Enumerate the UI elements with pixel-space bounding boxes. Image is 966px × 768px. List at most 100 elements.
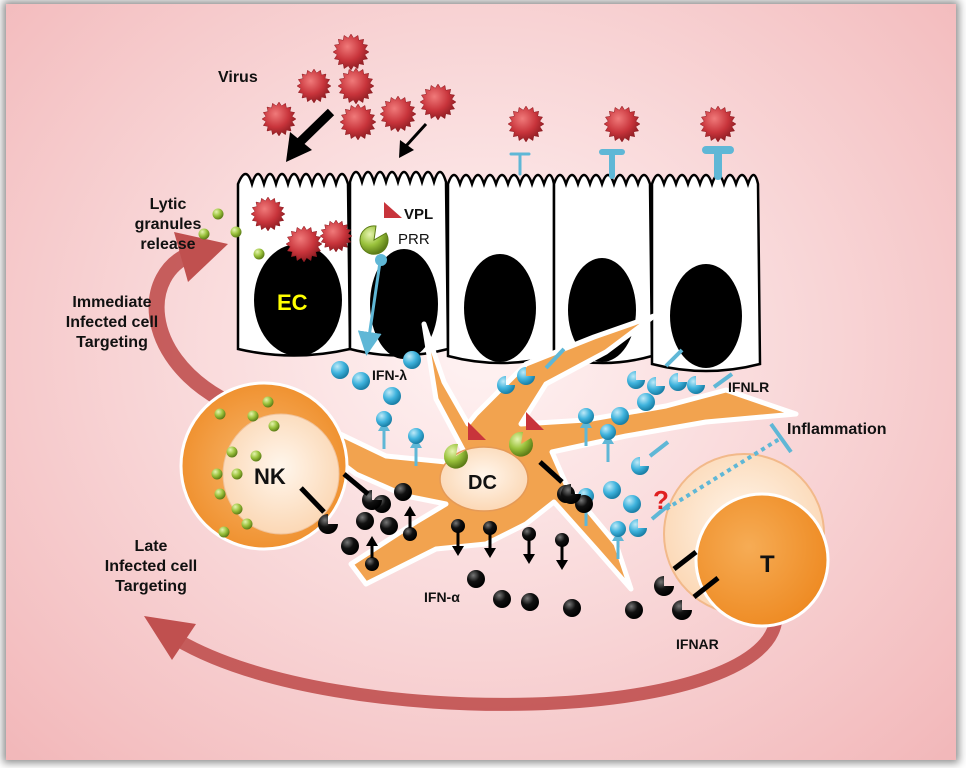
ifn-alpha-molecule (373, 495, 391, 513)
nucleus-5 (670, 264, 742, 368)
lytic-granule (214, 408, 226, 420)
ifnlr-stalk (712, 372, 734, 389)
ifnlr-receptor (687, 376, 705, 394)
ifn-lambda-signal-arrow (610, 521, 626, 559)
ifn-alpha-molecule (380, 517, 398, 535)
ifn-alpha-molecule (563, 599, 581, 617)
ifnlr-stalk (544, 347, 566, 370)
ifn-lambda-molecule (603, 481, 621, 499)
ifnar-receptor (561, 484, 581, 504)
ec-label: EC (277, 290, 308, 315)
dc-receptor-line (538, 460, 564, 484)
virus-particle (603, 105, 641, 143)
ifn-lambda-molecule (623, 495, 641, 513)
ifn-alpha-secretion-arrow (555, 533, 569, 570)
immediate-targeting-arrow (148, 246, 229, 407)
dc-vpl-1 (468, 422, 486, 440)
t-receptors (672, 550, 720, 599)
ifn-lambda-signal-arrow (578, 408, 594, 446)
lytic-granule (247, 410, 259, 422)
lytic-granule (198, 228, 210, 240)
ifnlr-receptor (629, 519, 647, 537)
ifn-alpha-molecule (394, 483, 412, 501)
lytic-granule (253, 248, 265, 260)
t-label: T (760, 551, 775, 578)
ifnlr-surface-receptors (509, 146, 734, 180)
vpl-triangle (384, 202, 402, 218)
ifn-alpha-molecule (356, 512, 374, 530)
t-cell (694, 492, 830, 628)
late-targeting-arrow (169, 612, 783, 711)
nk-nucleus (222, 413, 340, 535)
ifnlr-receptor (631, 457, 649, 475)
dc-label: DC (468, 472, 497, 494)
ifn-alpha-molecule (521, 593, 539, 611)
dc-vpl-2 (526, 412, 544, 430)
dc-prr-1 (443, 443, 468, 469)
ifnlr-stalk (664, 348, 684, 368)
lytic-granule (268, 420, 280, 432)
svg-text:Infected cell: Infected cell (105, 558, 197, 575)
svg-text:Lytic: Lytic (150, 196, 187, 213)
lytic-granule (212, 208, 224, 220)
nuclei (254, 244, 742, 368)
dc-prr-2 (508, 431, 533, 457)
inflammation-inhibition-line (664, 436, 783, 511)
ifnlr-label: IFNLR (728, 379, 769, 395)
ifn-lambda-signal-arrow (408, 428, 424, 466)
ifn-lambda-molecule (637, 393, 655, 411)
ifn-alpha-uptake-arrow (365, 536, 379, 571)
prr-signal-node (375, 254, 387, 266)
nucleus-ec (254, 244, 342, 356)
ifn-lambda-molecule (611, 407, 629, 425)
lytic-granule (214, 488, 226, 500)
svg-text:granules: granules (135, 216, 202, 233)
nk-receptors (299, 472, 370, 514)
ifn-lambda-label: IFN-λ (372, 367, 407, 383)
molecules (198, 208, 734, 620)
question-mark: ? (653, 485, 669, 515)
ifn-lambda-signal-arrow (600, 424, 616, 462)
ifn-alpha-molecule (467, 570, 485, 588)
ifn-alpha-secretion-arrow (522, 527, 536, 564)
ifn-lambda-molecule (383, 387, 401, 405)
svg-text:Infected cell: Infected cell (66, 314, 158, 331)
inflammation-label: Inflammation (787, 421, 887, 438)
virus-particle (261, 101, 297, 137)
virus-particle (379, 95, 417, 133)
prr-label: PRR (398, 231, 430, 248)
ifnar-receptor (654, 576, 674, 596)
ifnar-label: IFNAR (676, 636, 719, 652)
ifn-alpha-secretion-arrow (451, 519, 465, 556)
ifnlr-stalk (648, 440, 670, 458)
ifn-alpha-molecule (575, 495, 593, 513)
late-label: Late Infected cell Targeting (105, 538, 197, 595)
ifn-alpha-molecule (493, 590, 511, 608)
svg-text:Targeting: Targeting (115, 578, 187, 595)
lytic-granule (230, 226, 242, 238)
lytic-granule (241, 518, 253, 530)
ifn-alpha-label: IFN-α (424, 589, 460, 605)
lytic-granule (211, 468, 223, 480)
nk-label: NK (254, 464, 286, 489)
ifn-lambda-molecule (331, 361, 349, 379)
lytic-granule (262, 396, 274, 408)
immediate-label: Immediate Infected cell Targeting (66, 294, 158, 351)
virus-particle (507, 105, 545, 143)
lytic-granule (218, 526, 230, 538)
prr-signal-line (357, 261, 382, 356)
ifnlr-receptor (647, 377, 665, 395)
virus-particle (296, 68, 332, 104)
lytic-granule (231, 503, 243, 515)
late-arrow-head (144, 616, 196, 660)
ifn-alpha-secretion-arrow (483, 521, 497, 558)
ifn-alpha-uptake-arrow (403, 506, 417, 541)
immune-diagram: Virus Lytic granules release Immediate I… (66, 33, 887, 711)
virus-particle (319, 219, 353, 253)
ifnlr-receptor (517, 367, 535, 385)
lytic-label: Lytic granules release (135, 196, 202, 253)
virus-particle (332, 33, 370, 71)
ifn-alpha-molecule (341, 537, 359, 555)
inflammation-bar (769, 422, 793, 454)
ifnar-receptor (672, 600, 692, 620)
